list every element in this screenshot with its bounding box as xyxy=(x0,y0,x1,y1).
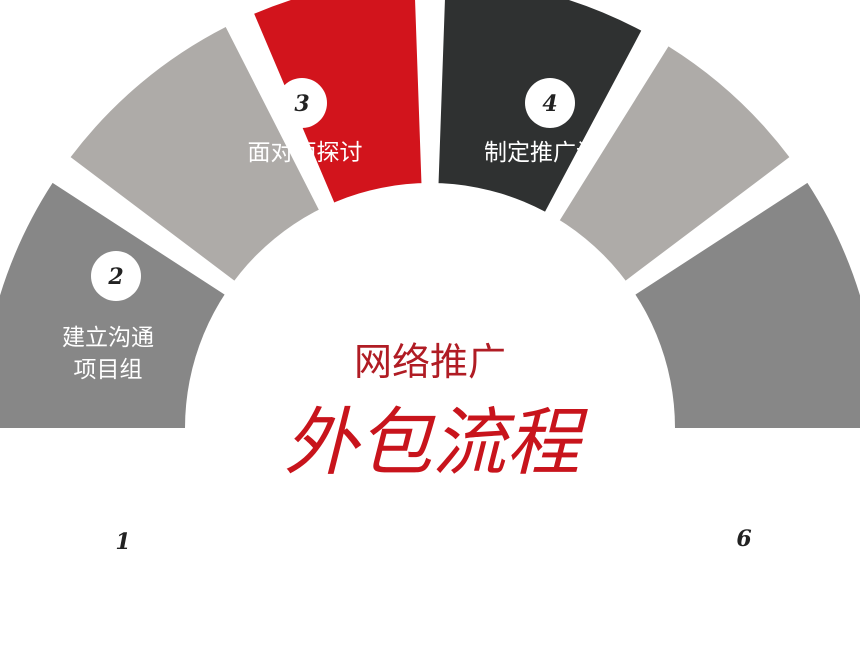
step-number-badge xyxy=(98,516,148,566)
step-label: 建立沟通 xyxy=(62,325,154,351)
center-subtitle: 网络推广 xyxy=(354,340,506,384)
wheel-segments: 1确定合作2建立沟通项目组3面对面探讨4制定推广计划5执行6报告 xyxy=(0,0,860,608)
segment-step-1 xyxy=(0,182,229,428)
step-number: 1 xyxy=(115,529,130,555)
step-label: 面对面探讨 xyxy=(248,140,363,166)
step-number-badge xyxy=(719,513,769,563)
center-disc xyxy=(185,183,675,646)
step-number: 6 xyxy=(736,526,751,552)
step-label: 报告 xyxy=(722,578,768,604)
step-label: 项目组 xyxy=(74,357,143,383)
segment-step-3 xyxy=(254,0,422,208)
step-number-badge xyxy=(91,251,141,301)
step-number: 3 xyxy=(294,91,309,117)
step-number: 4 xyxy=(542,91,557,117)
segment-step-2 xyxy=(70,27,322,284)
step-number-badge xyxy=(277,78,327,128)
step-number-badge xyxy=(525,78,575,128)
step-number: 2 xyxy=(107,264,123,290)
segment-step-5 xyxy=(557,46,790,284)
center-title: 外包流程 xyxy=(284,400,588,486)
segment-step-6 xyxy=(631,182,860,428)
step-label: 确定合作 xyxy=(82,582,174,608)
